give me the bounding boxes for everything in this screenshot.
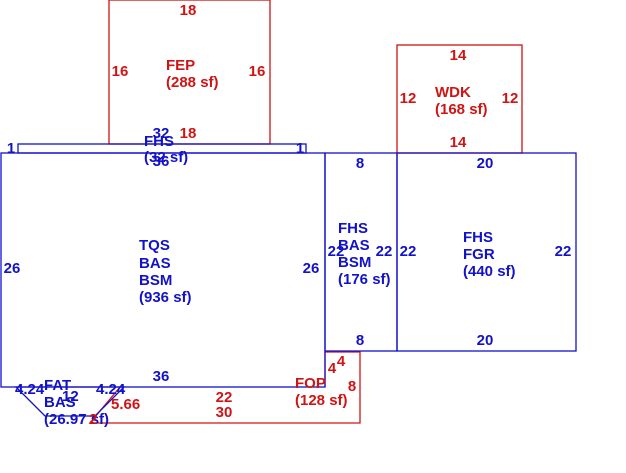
wdk-dim-right: 12 <box>502 90 519 107</box>
fhs-mid-line2: BAS <box>338 237 370 254</box>
fep-code: FEP <box>166 57 195 74</box>
wdk-dim-top: 14 <box>450 47 467 64</box>
fhs-mid-line3: BSM <box>338 254 371 271</box>
fhs-strip-size: (32 sf) <box>144 149 188 166</box>
tqs-dim-right: 26 <box>303 260 320 277</box>
tqs-line1: TQS <box>139 237 170 254</box>
fat-line1: FAT <box>44 377 71 394</box>
tqs-line2: BAS <box>139 255 171 272</box>
fep-dim-bottom: 18 <box>180 125 197 142</box>
wdk-dim-bottom: 14 <box>450 134 467 151</box>
fop-code: FOP <box>295 375 326 392</box>
fat-dim-left: 4.24 <box>15 381 45 398</box>
fop-dim-top: 22 <box>216 389 233 406</box>
strip-dim-left: 1 <box>7 140 15 157</box>
fep-dim-left: 16 <box>112 63 129 80</box>
mid-dim-left: 22 <box>328 243 345 260</box>
fgr-line1: FHS <box>463 229 493 246</box>
tqs-dim-left: 26 <box>4 260 21 277</box>
fat-dim-diag: 5.66 <box>111 396 140 413</box>
fop-dim-a: 4 <box>337 353 346 370</box>
fop-dim-right: 8 <box>348 378 356 395</box>
mid-dim-right: 22 <box>376 243 393 260</box>
fgr-dim-right: 22 <box>555 243 572 260</box>
strip-dim-bottom: 36 <box>153 153 170 170</box>
fat-outline <box>14 386 126 417</box>
fat-dim-right: 4.24 <box>96 381 126 398</box>
fat-size: (26.97 sf) <box>44 411 109 428</box>
fop-dim-b: 4 <box>328 360 337 377</box>
fgr-outline <box>396 152 577 352</box>
fgr-line2: FGR <box>463 246 495 263</box>
fep-size: (288 sf) <box>166 74 219 91</box>
fop-dim-bottom: 30 <box>216 404 233 421</box>
tqs-line3: BSM <box>139 272 172 289</box>
strip-dim-top: 32 <box>153 125 170 142</box>
mid-dim-bottom: 8 <box>356 332 364 349</box>
fhs-strip-code: FHS <box>144 133 174 150</box>
wdk-code: WDK <box>435 84 471 101</box>
fat-dim-mid: 12 <box>62 388 79 405</box>
fep-dim-top: 18 <box>180 2 197 19</box>
strip-dim-right: 1 <box>296 140 304 157</box>
fgr-size: (440 sf) <box>463 263 516 280</box>
fgr-dim-bottom: 20 <box>477 332 494 349</box>
wdk-dim-left: 12 <box>400 90 417 107</box>
fat-dim-red: 2 <box>89 411 97 428</box>
tqs-size: (936 sf) <box>139 289 192 306</box>
fhs-mid-line1: FHS <box>338 220 368 237</box>
tqs-dim-bottom: 36 <box>153 368 170 385</box>
fgr-dim-left: 22 <box>400 243 417 260</box>
mid-dim-top: 8 <box>356 155 364 172</box>
wdk-size: (168 sf) <box>435 101 488 118</box>
fgr-dim-top: 20 <box>477 155 494 172</box>
fop-size: (128 sf) <box>295 392 348 409</box>
fat-line2: BAS <box>44 394 76 411</box>
fep-dim-right: 16 <box>249 63 266 80</box>
fhs-mid-size: (176 sf) <box>338 271 391 288</box>
